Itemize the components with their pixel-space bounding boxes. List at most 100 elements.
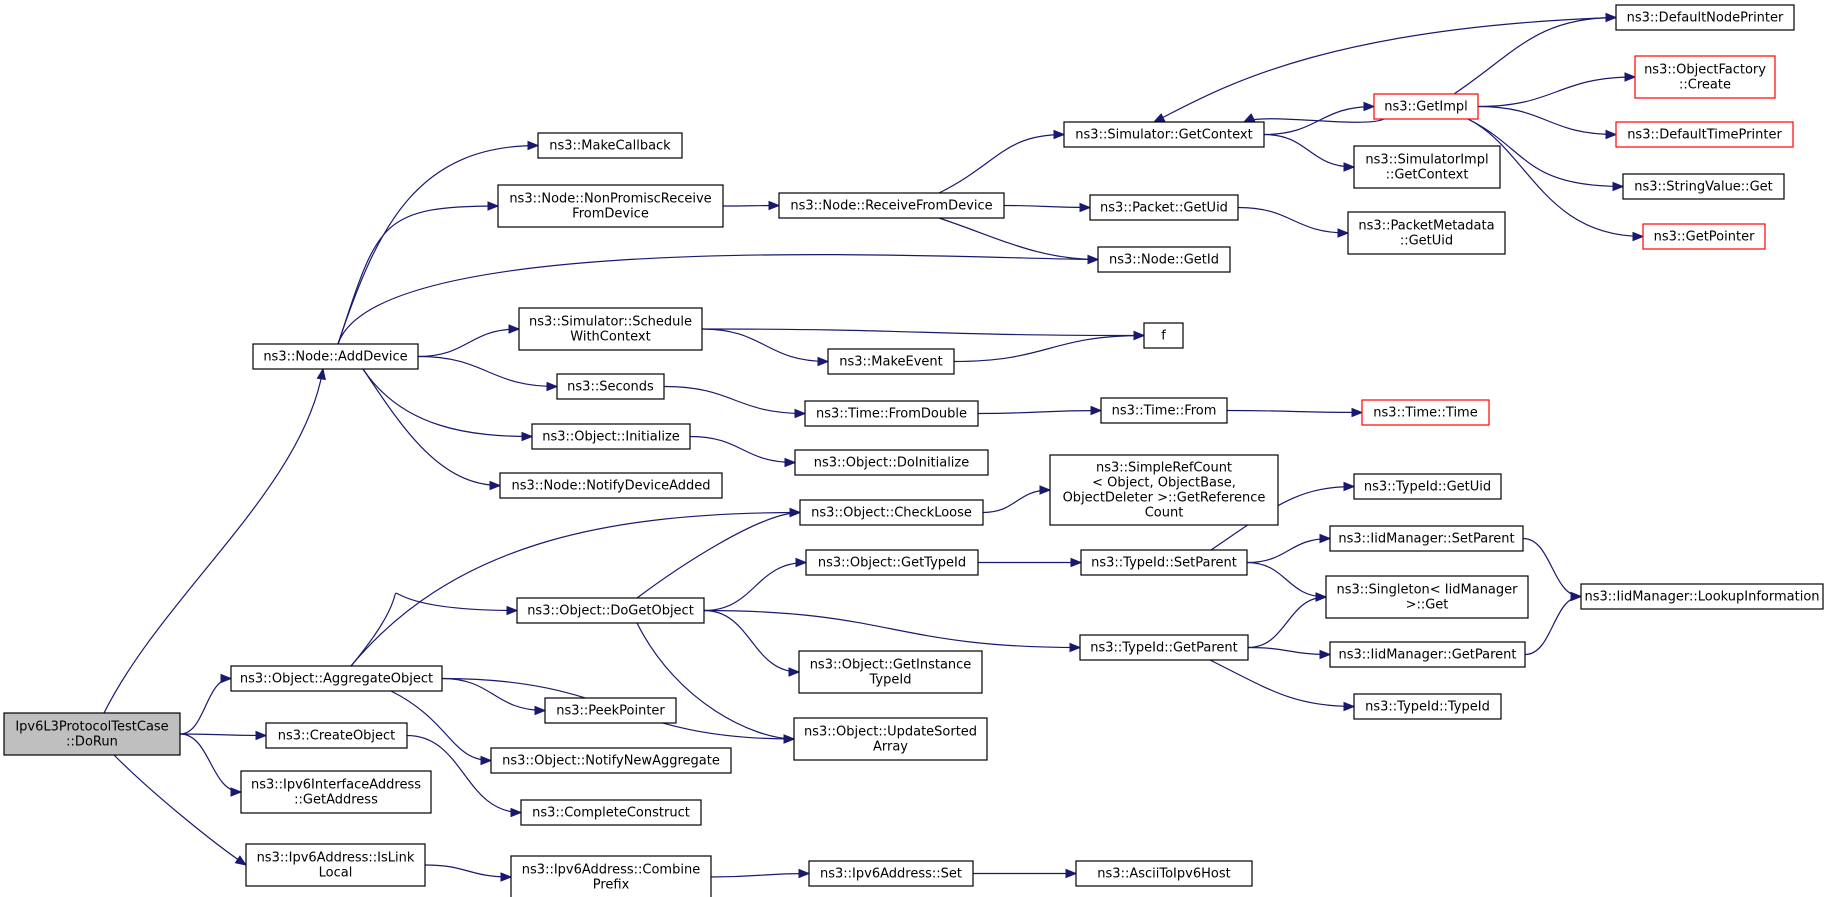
node-notifydevice[interactable]: ns3::Node::NotifyDeviceAdded xyxy=(499,472,723,499)
node-seconds[interactable]: ns3::Seconds xyxy=(556,373,665,400)
arrowhead xyxy=(487,201,500,211)
node-makeevent[interactable]: ns3::MakeEvent xyxy=(827,348,955,375)
edge-adddevice-to-nodegetid xyxy=(337,253,1099,345)
node-box xyxy=(805,549,979,576)
node-box xyxy=(240,770,432,814)
node-box xyxy=(1373,93,1479,120)
arrowhead xyxy=(768,200,781,211)
node-objectfactorycreate[interactable]: ns3::ObjectFactory::Create xyxy=(1634,55,1776,99)
node-box xyxy=(799,499,984,526)
node-label: ns3::IidManager::SetParent xyxy=(1338,532,1514,547)
node-defaulttimeprinter[interactable]: ns3::DefaultTimePrinter xyxy=(1615,121,1794,148)
node-asciitoipv6host[interactable]: ns3::AsciiToIpv6Host xyxy=(1075,860,1253,887)
node-label: ns3::TypeId::SetParent xyxy=(1091,556,1237,571)
node-receivefromdevice[interactable]: ns3::Node::ReceiveFromDevice xyxy=(778,192,1005,219)
node-initialize[interactable]: ns3::Object::Initialize xyxy=(531,423,691,450)
node-label: ns3::ObjectFactory xyxy=(1644,63,1766,78)
node-box xyxy=(827,348,955,375)
node-singletonget[interactable]: ns3::Singleton< IidManager >::Get xyxy=(1325,575,1529,619)
node-label: ns3::PeekPointer xyxy=(556,704,665,719)
arrowhead xyxy=(527,140,540,151)
node-iidsetparent[interactable]: ns3::IidManager::SetParent xyxy=(1329,525,1524,552)
node-box xyxy=(1079,634,1249,661)
node-lookupinfo[interactable]: ns3::IidManager::LookupInformation xyxy=(1580,583,1824,610)
arrowhead xyxy=(489,480,502,491)
node-peekpointer[interactable]: ns3::PeekPointer xyxy=(544,697,677,724)
arrowhead xyxy=(1351,407,1364,418)
node-timefrom[interactable]: ns3::Time::From xyxy=(1100,397,1228,424)
edge-receivefromdevice-to-packetgetuid xyxy=(1003,204,1091,209)
edge-adddevice-to-nonpromisc xyxy=(337,205,499,345)
node-getpointer[interactable]: ns3::GetPointer xyxy=(1642,223,1766,250)
node-simimplgetcontext[interactable]: ns3::SimulatorImpl::GetContext xyxy=(1353,145,1501,189)
node-gettypeid[interactable]: ns3::Object::GetTypeId xyxy=(805,549,979,576)
node-dogetobject[interactable]: ns3::Object::DoGetObject xyxy=(516,597,705,624)
node-label: ns3::Object::Initialize xyxy=(542,430,680,445)
node-packetmetadatagetuid[interactable]: ns3::PacketMetadata::GetUid xyxy=(1347,211,1506,255)
node-f[interactable]: f xyxy=(1143,322,1184,349)
node-aggregate[interactable]: ns3::Object::AggregateObject xyxy=(230,665,443,692)
node-setparent[interactable]: ns3::TypeId::SetParent xyxy=(1080,549,1248,576)
edges-layer xyxy=(103,12,1645,882)
node-checkloose[interactable]: ns3::Object::CheckLoose xyxy=(799,499,984,526)
node-typeidgetuid[interactable]: ns3::TypeId::GetUid xyxy=(1353,473,1502,500)
edge-dorun-to-ipv6ifaddr xyxy=(179,733,242,793)
arrowhead xyxy=(1087,254,1100,265)
node-box xyxy=(1615,121,1794,148)
node-nodegetid[interactable]: ns3::Node::GetId xyxy=(1097,246,1231,273)
node-makecallback[interactable]: ns3::MakeCallback xyxy=(537,132,683,159)
node-iidgetparent[interactable]: ns3::IidManager::GetParent xyxy=(1329,641,1526,668)
arrowhead xyxy=(500,872,513,882)
node-label: ns3::StringValue::Get xyxy=(1634,180,1772,195)
node-dorun[interactable]: Ipv6L3ProtocolTestCase::DoRun xyxy=(3,712,181,756)
node-label: ns3::Node::ReceiveFromDevice xyxy=(790,199,992,214)
node-simplerefcount[interactable]: ns3::SimpleRefCount< Object, ObjectBase,… xyxy=(1049,454,1279,526)
node-label: ns3::TypeId::TypeId xyxy=(1365,700,1490,715)
node-label: ::DoRun xyxy=(66,735,118,750)
node-box xyxy=(1353,473,1502,500)
node-label: ns3::CompleteConstruct xyxy=(532,806,690,821)
node-fromdouble[interactable]: ns3::Time::FromDouble xyxy=(804,400,979,427)
node-label: ns3::SimpleRefCount xyxy=(1096,461,1232,476)
node-timetime[interactable]: ns3::Time::Time xyxy=(1361,399,1490,426)
node-getcontext[interactable]: ns3::Simulator::GetContext xyxy=(1063,121,1265,148)
node-label: ns3::TypeId::GetParent xyxy=(1090,641,1238,656)
node-box xyxy=(537,132,683,159)
node-createobject[interactable]: ns3::CreateObject xyxy=(265,722,408,749)
node-doinitialize[interactable]: ns3::Object::DoInitialize xyxy=(794,449,989,476)
node-adddevice[interactable]: ns3::Node::AddDevice xyxy=(252,343,419,370)
node-packetgetuid[interactable]: ns3::Packet::GetUid xyxy=(1089,194,1239,221)
node-getimpl[interactable]: ns3::GetImpl xyxy=(1373,93,1479,120)
edge-adddevice-to-schedulectx xyxy=(417,328,520,358)
node-box xyxy=(230,665,443,692)
node-box xyxy=(499,472,723,499)
node-label: ns3::Node::AddDevice xyxy=(263,350,407,365)
node-label: ns3::Seconds xyxy=(567,380,654,395)
node-notifyaggregate[interactable]: ns3::Object::NotifyNewAggregate xyxy=(490,747,732,774)
edge-adddevice-to-notifydevice xyxy=(362,368,501,487)
node-stringvalueget[interactable]: ns3::StringValue::Get xyxy=(1622,173,1785,200)
node-ipv6ifaddr[interactable]: ns3::Ipv6InterfaceAddress::GetAddress xyxy=(240,770,432,814)
arrowhead xyxy=(316,367,326,381)
node-ipv6set[interactable]: ns3::Ipv6Address::Set xyxy=(808,860,974,887)
node-label: ns3::Object::DoInitialize xyxy=(814,456,970,471)
arrowhead xyxy=(1315,592,1328,602)
node-completeconstruct[interactable]: ns3::CompleteConstruct xyxy=(520,799,702,826)
node-label: ns3::MakeCallback xyxy=(549,139,671,154)
node-label: >::Get xyxy=(1406,598,1449,613)
node-label: ns3::DefaultNodePrinter xyxy=(1627,11,1784,26)
node-typeidtypeid[interactable]: ns3::TypeId::TypeId xyxy=(1353,693,1502,720)
node-getparent[interactable]: ns3::TypeId::GetParent xyxy=(1079,634,1249,661)
arrowhead xyxy=(1090,405,1103,416)
node-box xyxy=(1634,55,1776,99)
arrowhead xyxy=(1319,533,1332,544)
arrowhead xyxy=(1079,202,1092,213)
node-defaultnodeprinter[interactable]: ns3::DefaultNodePrinter xyxy=(1615,4,1795,31)
node-label: ns3::Object::DoGetObject xyxy=(527,604,694,619)
